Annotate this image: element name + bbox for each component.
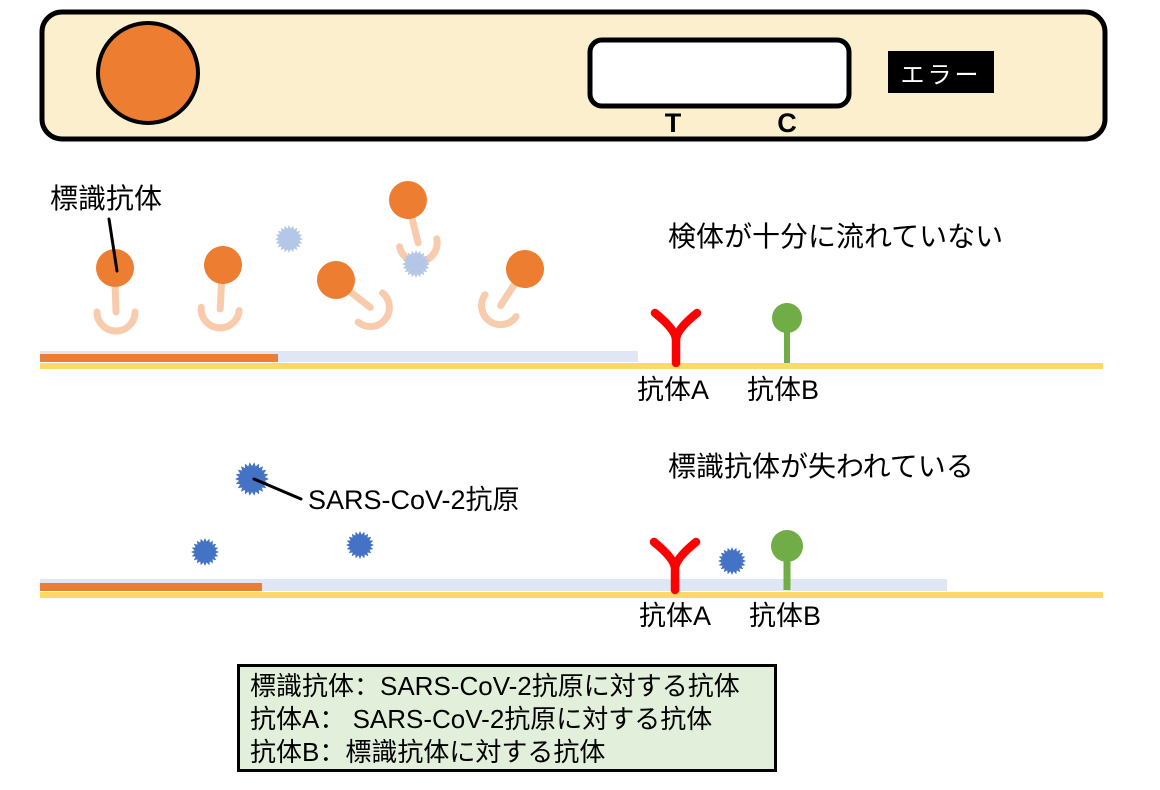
antigen-icon — [718, 547, 746, 575]
legend-line-antibody-b: 抗体B：標識抗体に対する抗体 — [250, 737, 606, 767]
labeled-antibody-label: 標識抗体 — [50, 183, 163, 214]
antigen-label: SARS-CoV-2抗原 — [308, 485, 520, 515]
legend-line-antibody-a: 抗体A： SARS-CoV-2抗原に対する抗体 — [250, 704, 713, 734]
antigen-icon-light — [275, 225, 303, 253]
sample-well — [96, 21, 200, 125]
antigen-icon — [346, 531, 374, 559]
s2-antibody-a-icon — [649, 537, 701, 595]
s2-antibody-b-icon — [771, 530, 803, 562]
labeled-antibody-icon — [473, 243, 552, 333]
s2-backing-strip — [40, 592, 1103, 598]
legend-box: 標識抗体：SARS-CoV-2抗原に対する抗体 抗体A： SARS-CoV-2抗… — [237, 664, 777, 772]
antigen-icon — [191, 538, 219, 566]
scenario2-caption: 標識抗体が失われている — [668, 451, 974, 482]
result-window — [587, 37, 852, 109]
antigen-icon-light — [402, 250, 430, 278]
scenario1-caption: 検体が十分に流れていない — [668, 221, 1004, 252]
s2-sample-flow-strip — [40, 583, 262, 591]
s2-antibody-b-label: 抗体B — [749, 601, 822, 631]
error-badge-label: エラー — [900, 61, 982, 89]
error-badge: エラー — [888, 51, 994, 93]
s1-sample-flow-strip — [40, 354, 278, 362]
s1-antibody-a-icon — [650, 308, 702, 368]
s2-antibody-a-label: 抗体A — [639, 601, 712, 631]
labeled-antibody-pointer-line — [107, 217, 119, 273]
antigen-pointer-line — [252, 477, 303, 501]
s1-antibody-a-label: 抗体A — [637, 375, 710, 405]
antigen-icon — [235, 462, 269, 496]
legend-line-labeled-antibody: 標識抗体：SARS-CoV-2抗原に対する抗体 — [250, 671, 740, 701]
s2-membrane-strip — [40, 579, 947, 591]
test-line-label: T — [664, 108, 682, 138]
labeled-antibody-icon — [309, 252, 397, 335]
labeled-antibody-icon — [199, 244, 245, 329]
s1-antibody-b-label: 抗体B — [747, 375, 820, 405]
s1-antibody-b-icon — [772, 303, 802, 333]
s1-membrane-strip — [40, 351, 638, 362]
s1-backing-strip — [40, 363, 1103, 369]
control-line-label: C — [777, 108, 797, 138]
